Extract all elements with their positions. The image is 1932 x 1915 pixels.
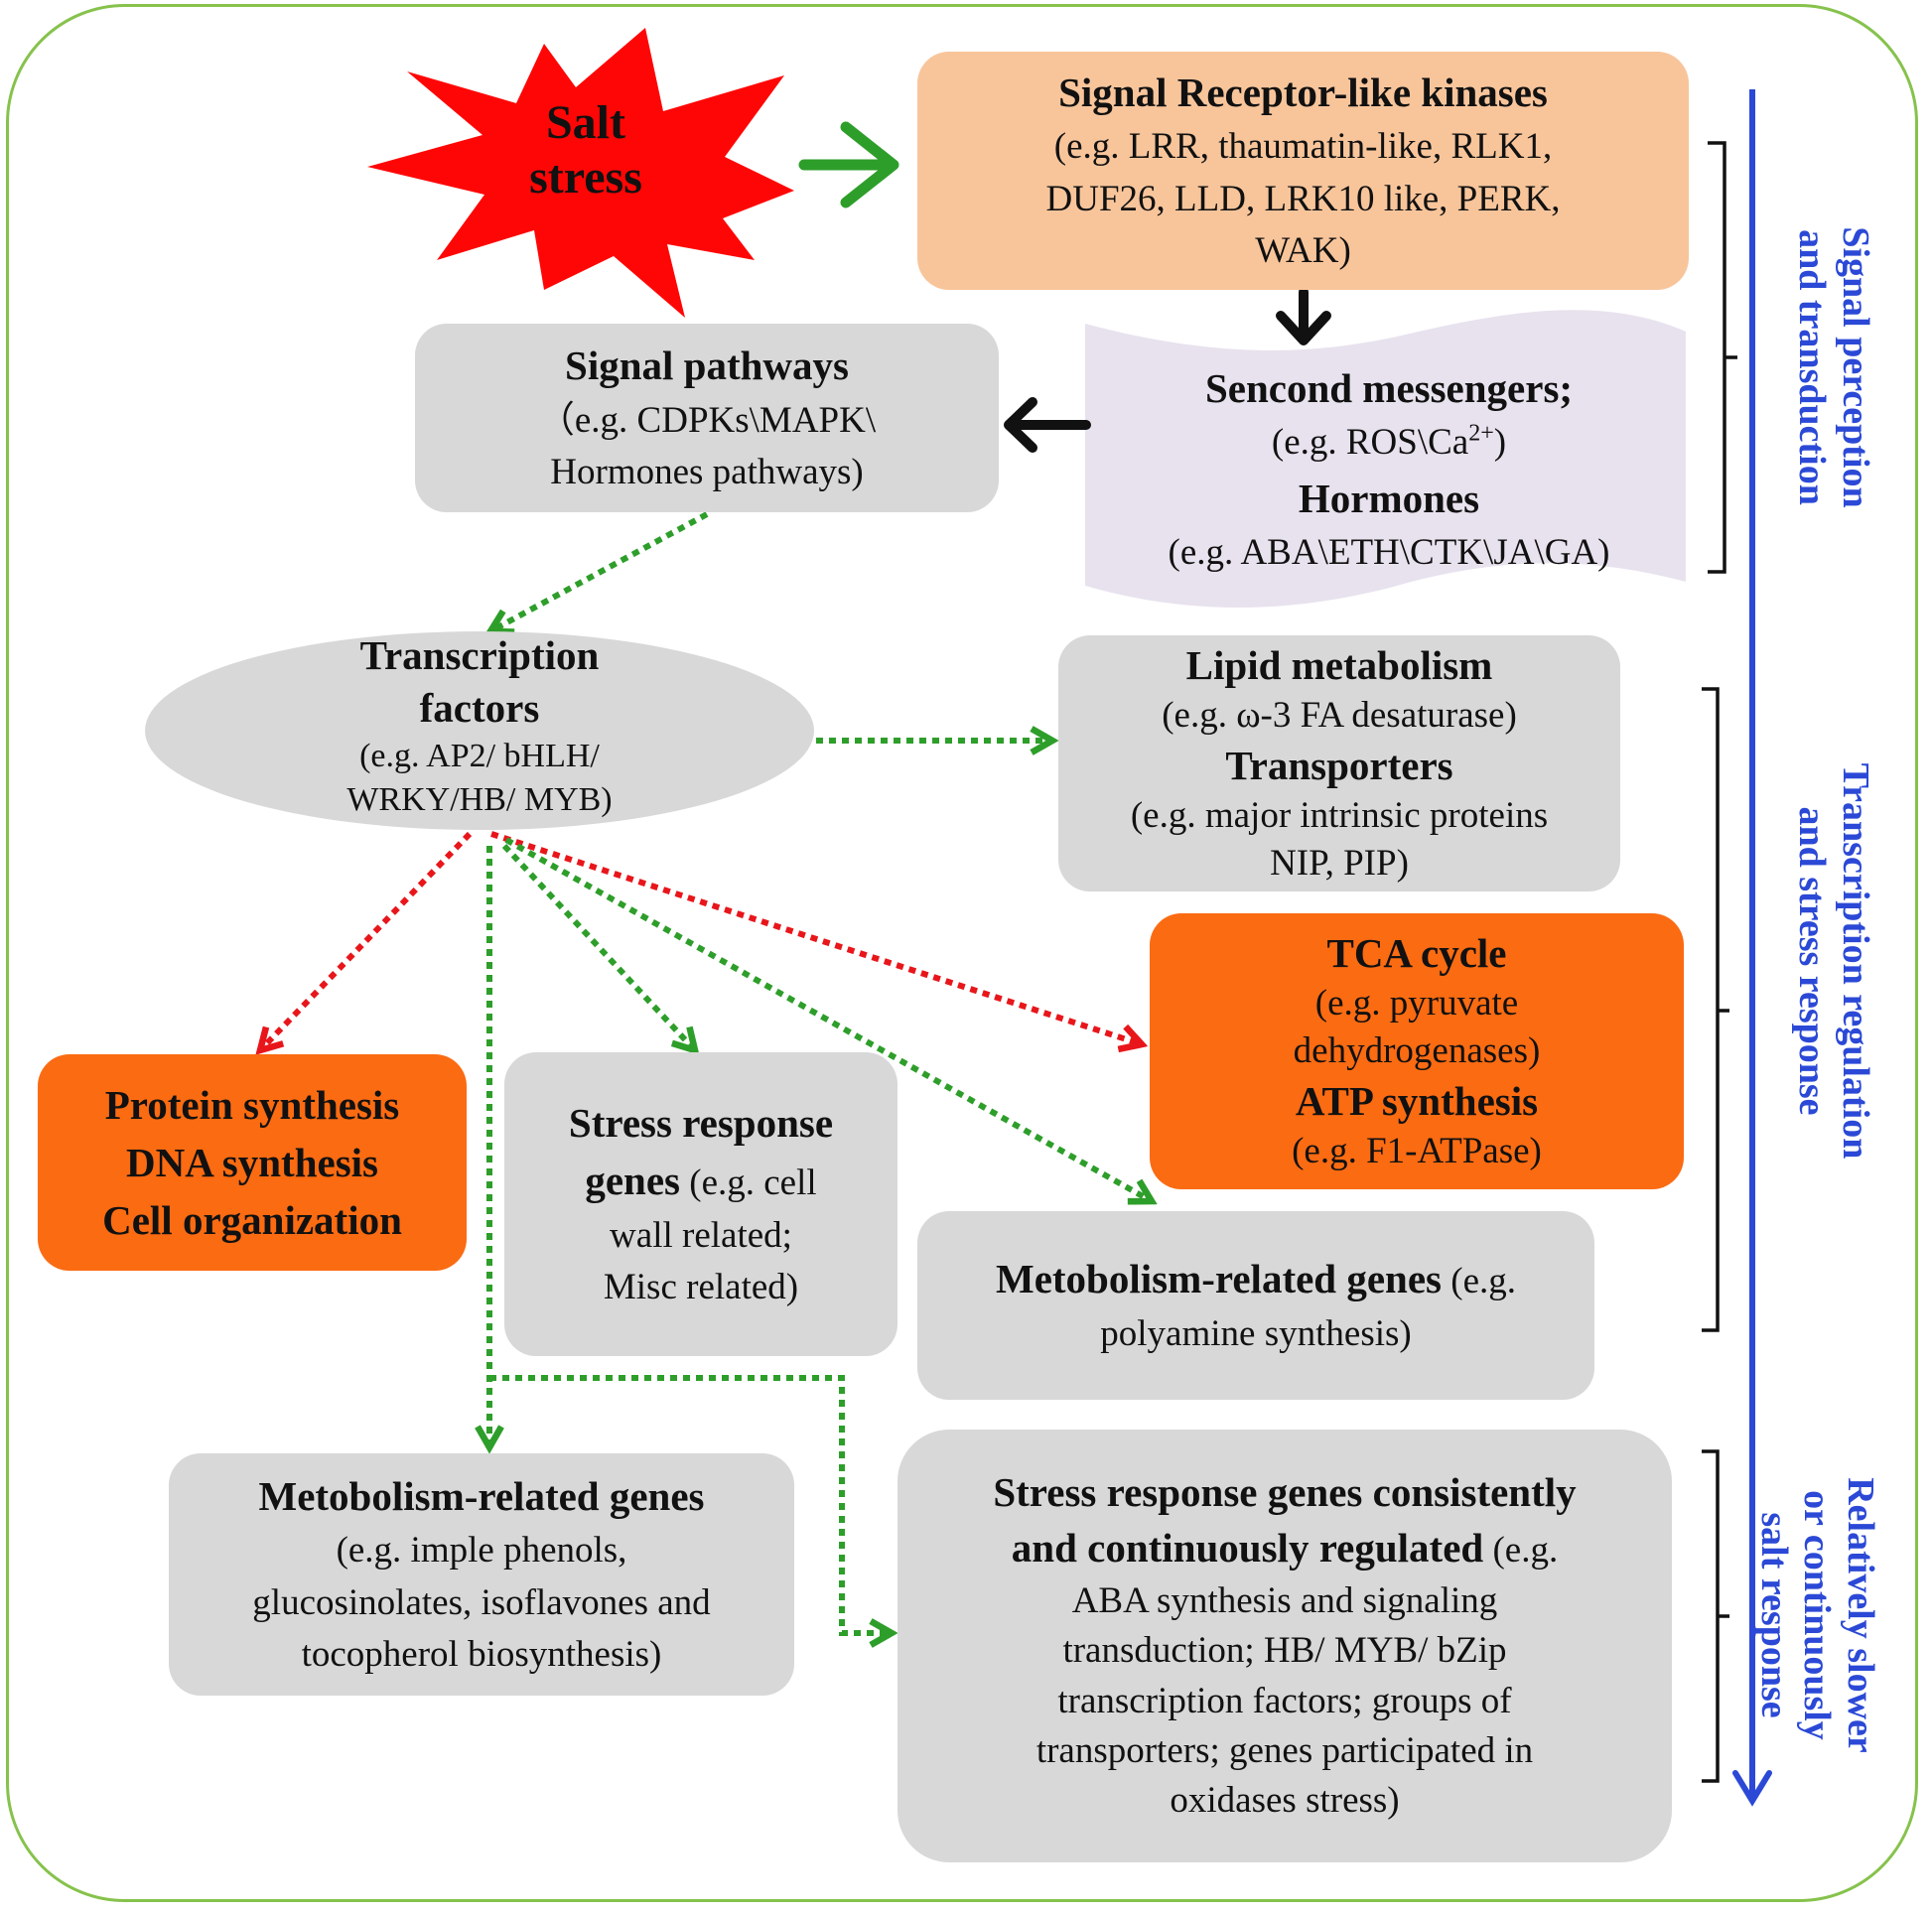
- atp-title: ATP synthesis: [1295, 1078, 1539, 1125]
- pathways-title: Signal pathways: [565, 342, 849, 389]
- slower-line3: salt response: [1752, 1512, 1795, 1718]
- consistent-title: Stress response genes consistently: [993, 1469, 1577, 1516]
- receptor-title: Signal Receptor-like kinases: [1058, 69, 1548, 116]
- stress-genes-line1: genes (e.g. cell: [585, 1158, 817, 1204]
- metab2-line3: tocopherol biosynthesis): [301, 1634, 662, 1676]
- metab2-box: Metobolism-related genes (e.g. imple phe…: [169, 1453, 794, 1696]
- tf-to-protein-arrow: [260, 831, 473, 1050]
- protein-line3: Cell organization: [102, 1197, 402, 1244]
- salt-to-receptor-arrow: [798, 121, 899, 208]
- stress-genes-line3: Misc related): [603, 1267, 799, 1308]
- tf-title1: Transcription: [359, 631, 600, 678]
- receptor-line2: DUF26, LLD, LRK10 like, PERK,: [1045, 178, 1561, 219]
- transporters-line2: NIP, PIP): [1270, 843, 1409, 885]
- messengers-shape: [1085, 310, 1686, 609]
- metab2-title: Metobolism-related genes: [258, 1473, 705, 1520]
- stress-genes-line2: wall related;: [610, 1214, 792, 1256]
- lipid-example: (e.g. ω-3 FA desaturase): [1162, 694, 1517, 736]
- perception-line1: Signal perception: [1835, 226, 1876, 508]
- receptor-to-messengers-arrow: [1276, 287, 1331, 345]
- salt-starburst: [367, 28, 794, 318]
- tca-box: TCA cycle (e.g. pyruvate dehydrogenases)…: [1150, 913, 1684, 1189]
- metab1-box: Metobolism-related genes (e.g. polyamine…: [917, 1211, 1594, 1400]
- slower-line2: or continuously: [1796, 1490, 1839, 1740]
- salt-line1: Salt: [545, 96, 625, 149]
- pathways-line1: （e.g. CDPKs\MAPK\: [537, 399, 877, 441]
- time-axis-arrow: [1732, 89, 1772, 1807]
- tf-to-tca-arrow: [490, 831, 1142, 1044]
- transporters-line1: (e.g. major intrinsic proteins: [1130, 795, 1549, 837]
- hormones-example: (e.g. ABA\ETH\CTK\JA\GA): [1168, 532, 1610, 574]
- bracket-regulation: [1702, 687, 1729, 1332]
- tf-to-stress-arrow: [501, 843, 695, 1050]
- tf-line2: WRKY/HB/ MYB): [346, 781, 613, 819]
- outer-frame: [6, 4, 1918, 1902]
- metab1-line1: Metobolism-related genes (e.g.: [996, 1256, 1516, 1302]
- consistent-line1: and continuously regulated (e.g.: [1011, 1525, 1559, 1572]
- slower-label: Relatively slower or continuously salt r…: [1732, 1446, 1881, 1784]
- metab1-line2: polyamine synthesis): [1100, 1313, 1412, 1354]
- stress-genes-box: Stress response genes (e.g. cell wall re…: [504, 1052, 897, 1356]
- receptor-line3: WAK): [1255, 230, 1351, 272]
- regulation-label: Transcription regulation and stress resp…: [1777, 723, 1876, 1199]
- atp-example: (e.g. F1-ATPase): [1292, 1131, 1542, 1172]
- tca-line1: (e.g. pyruvate: [1314, 982, 1519, 1024]
- metab2-line2: glucosinolates, isoflavones and: [252, 1581, 711, 1623]
- pathways-line2: Hormones pathways): [550, 452, 864, 493]
- messengers-example: (e.g. ROS\Ca2+): [1271, 421, 1507, 464]
- consistent-line6: oxidases stress): [1170, 1780, 1400, 1822]
- tca-line2: dehydrogenases): [1293, 1029, 1541, 1071]
- consistent-box: Stress response genes consistently and c…: [897, 1430, 1672, 1862]
- lipid-box: Lipid metabolism (e.g. ω-3 FA desaturase…: [1058, 635, 1620, 891]
- regulation-line2: and stress response: [1791, 806, 1834, 1116]
- receptor-line1: (e.g. LRR, thaumatin-like, RLK1,: [1053, 126, 1553, 168]
- perception-line2: and transduction: [1791, 229, 1834, 505]
- protein-line1: Protein synthesis: [104, 1081, 400, 1128]
- transporters-title: Transporters: [1225, 742, 1453, 788]
- consistent-line2: ABA synthesis and signaling: [1071, 1579, 1498, 1621]
- salt-stress-label: Salt stress: [496, 95, 675, 205]
- tf-line1: (e.g. AP2/ bHLH/: [359, 738, 600, 775]
- bracket-perception: [1708, 141, 1737, 574]
- slower-line1: Relatively slower: [1840, 1477, 1881, 1753]
- pathways-box: Signal pathways （e.g. CDPKs\MAPK\ Hormon…: [415, 324, 999, 512]
- consistent-line3: transduction; HB/ MYB/ bZip: [1062, 1630, 1507, 1672]
- perception-label: Signal perception and transduction: [1777, 199, 1876, 536]
- tf-to-consistent-arrow: [489, 1375, 892, 1633]
- messengers-to-pathways-arrow: [1004, 397, 1091, 453]
- protein-line2: DNA synthesis: [125, 1139, 379, 1185]
- regulation-line1: Transcription regulation: [1835, 762, 1876, 1160]
- pathways-to-tf-arrow: [490, 511, 709, 631]
- receptor-box: Signal Receptor-like kinases (e.g. LRR, …: [917, 52, 1689, 290]
- tf-title2: factors: [419, 684, 540, 731]
- tca-title: TCA cycle: [1326, 929, 1507, 976]
- consistent-line4: transcription factors; groups of: [1057, 1680, 1512, 1721]
- messengers-box: Sencond messengers; (e.g. ROS\Ca2+) Horm…: [1092, 357, 1686, 582]
- messengers-title: Sencond messengers;: [1204, 365, 1574, 412]
- bracket-slower: [1702, 1449, 1729, 1783]
- protein-box: Protein synthesis DNA synthesis Cell org…: [38, 1054, 467, 1271]
- stress-genes-title: Stress response: [568, 1100, 834, 1147]
- metab2-line1: (e.g. imple phenols,: [336, 1530, 627, 1572]
- tf-ellipse: Transcription factors (e.g. AP2/ bHLH/ W…: [145, 631, 814, 830]
- consistent-line5: transporters; genes participated in: [1035, 1729, 1534, 1771]
- lipid-title: Lipid metabolism: [1185, 641, 1493, 688]
- hormones-title: Hormones: [1298, 476, 1480, 521]
- salt-line2: stress: [529, 151, 642, 205]
